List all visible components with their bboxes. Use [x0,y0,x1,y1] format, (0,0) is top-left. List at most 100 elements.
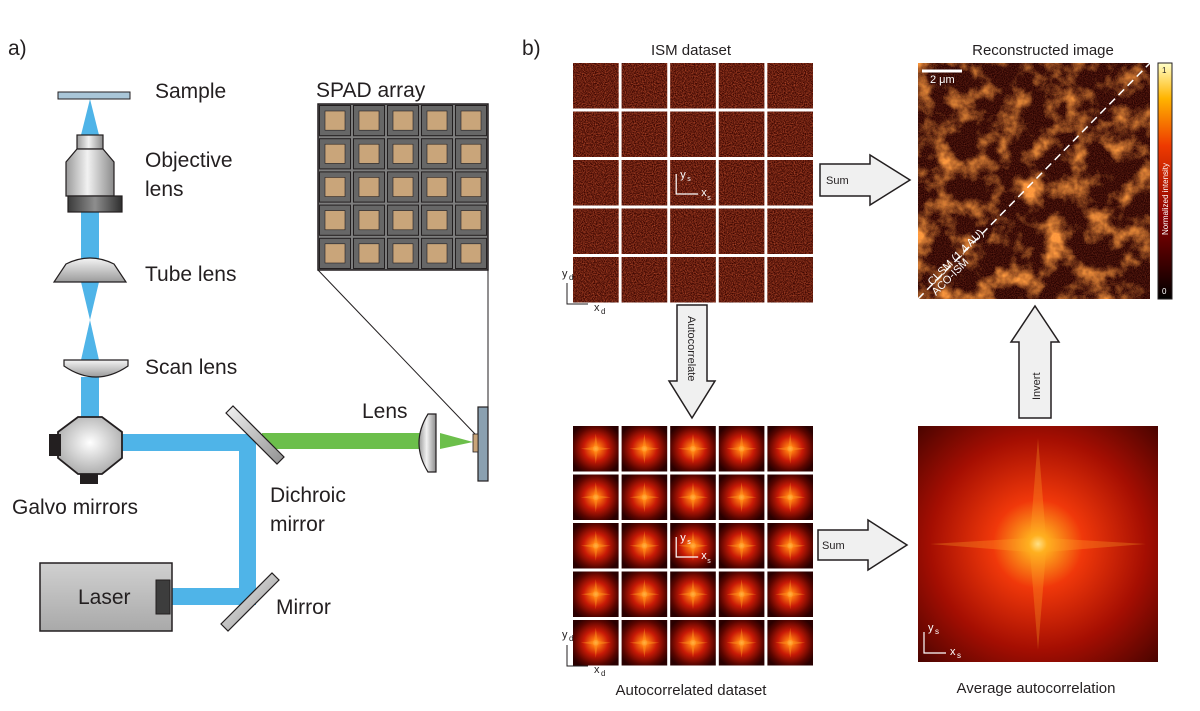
autocorrelation-tile [573,474,619,520]
axis-ys-average: y [928,622,934,634]
beam-green-horizontal [262,433,422,449]
axis-xd-bottom-sub: d [601,669,605,678]
ism-tile [767,208,813,254]
autocorrelation-tile [573,426,619,472]
spad-pixel [387,138,419,170]
autocorrelation-tile [621,571,668,617]
spad-pixel [455,171,487,203]
axis-ys-sub: s [687,539,691,546]
spad-pixel [387,237,419,270]
spad-pixel [353,237,385,270]
axis-ys-average-sub: s [935,627,939,636]
ism-tile [573,160,619,206]
autocorrelation-tile [718,620,765,666]
axis-s-average [923,632,946,654]
ism-tile [718,257,765,303]
autocorrelation-tile [573,523,619,569]
ism-tile [767,160,813,206]
spad-pixel [387,105,419,137]
laser-aperture [155,579,171,615]
objective-label-line1: Objective [145,149,233,172]
colorbar-min: 0 [1162,287,1167,296]
lens-label: Lens [362,400,408,423]
ism-tile [573,208,619,254]
galvo-label: Galvo mirrors [12,496,138,519]
ism-tile [767,63,813,109]
dichroic-label-line2: mirror [270,513,325,536]
beam-vertical-upper [81,212,99,264]
fold-mirror [220,572,280,632]
reconstructed-title: Reconstructed image [972,42,1114,59]
spad-pixel [421,204,453,236]
beam-tube-cross [81,282,99,320]
autocorrelation-tile [621,474,668,520]
galvo-mirrors [49,416,123,484]
scan-lens-label: Scan lens [145,356,237,379]
autocorrelation-tile [767,474,813,520]
dichroic-label-line1: Dichroic [270,484,346,507]
autocorrelation-tile [718,426,765,472]
beam-horizontal-galvo [120,434,256,451]
objective-lens [65,134,123,213]
autocorrelate-arrow-label: Autocorrelate [685,316,697,381]
invert-arrow-label: Invert [1031,372,1043,400]
focusing-lens [418,413,437,473]
ism-tile [621,63,668,109]
scan-lens [63,359,129,378]
mirror-label: Mirror [276,596,331,619]
objective-label-line2: lens [145,178,184,201]
spad-pixel [319,105,351,137]
axis-d-top [566,283,588,305]
laser-box [39,562,173,632]
spad-pixel [319,138,351,170]
beam-sample-cone [81,99,99,135]
autocorrelation-tile [621,523,668,569]
panel-b-letter: b) [522,37,541,60]
spad-pixel [387,204,419,236]
average-autocorrelation-title: Average autocorrelation [957,680,1116,697]
autocorrelation-tile [718,523,765,569]
spad-pixel [421,138,453,170]
tube-lens [52,257,128,283]
spad-pixel [421,171,453,203]
sample-slide [57,91,131,100]
autocorrelation-tile [670,620,716,666]
beam-green-focus [440,433,473,449]
spad-detector-chip [472,433,479,453]
ism-tile [573,111,619,157]
ism-dataset-title: ISM dataset [651,42,732,59]
axis-ys-label: y [680,169,686,181]
autocorrelation-tile [767,523,813,569]
ism-tile [718,160,765,206]
axis-xs-sub: s [707,195,711,202]
green-beam-path [262,433,473,449]
axis-yd-bottom: y [562,629,568,641]
average-autocorrelation-image [918,426,1158,662]
axis-xs-label: x [701,187,707,199]
axis-s-ism [675,174,699,195]
autocorrelation-tile [670,523,716,569]
autocorrelation-tile [718,474,765,520]
spad-array-grid [319,105,487,270]
ism-tile [718,208,765,254]
tube-lens-label: Tube lens [145,263,236,286]
spad-pixel [421,237,453,270]
autocorrelation-tile [718,571,765,617]
sum-arrow-bottom: Sum [817,518,909,572]
autocorrelate-arrow: Autocorrelate [667,304,717,420]
axis-xs-average: x [950,646,956,658]
split-diagonal [917,62,1151,300]
axis-ys-label: y [680,532,686,544]
ism-tile [621,160,668,206]
autocorrelation-tile [621,426,668,472]
axis-xs-average-sub: s [957,651,961,660]
spad-detector [477,406,489,482]
ism-tile [767,111,813,157]
spad-pixel [421,105,453,137]
panel-a-letter: a) [8,37,27,60]
spad-pixel [353,138,385,170]
autocorrelation-tile [767,571,813,617]
axis-s-autocorrelated [675,537,699,558]
